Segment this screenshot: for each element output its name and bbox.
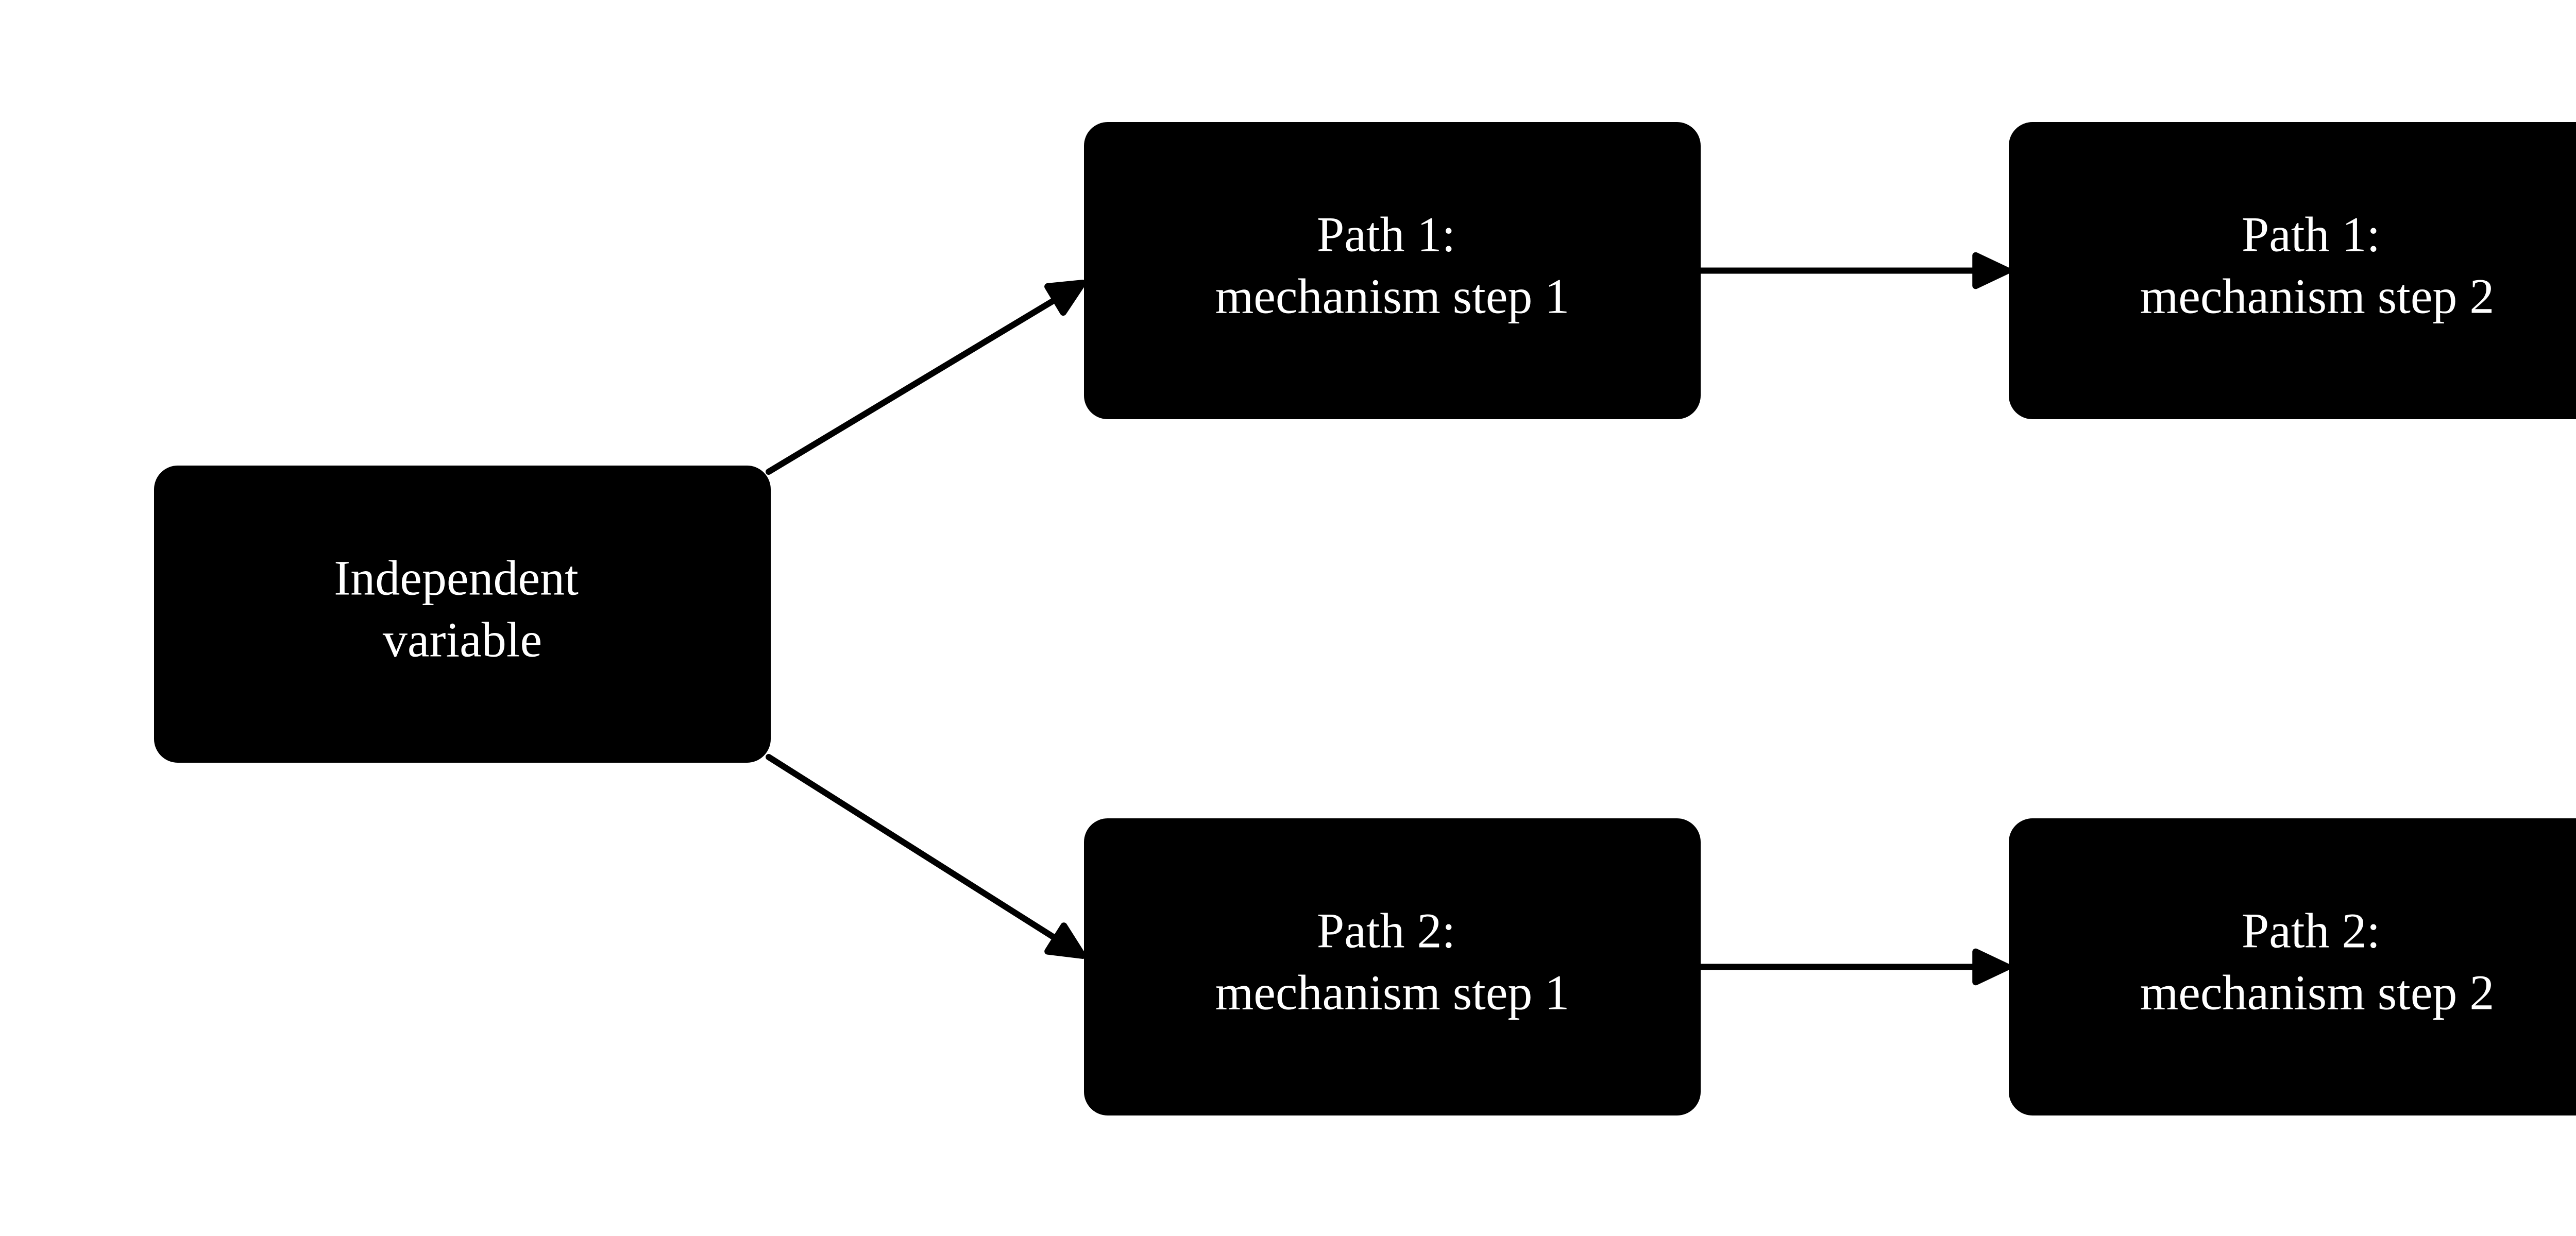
- node-path2-step2-label: Path 2: mechanism step 2: [2140, 903, 2495, 1020]
- node-independent-variable-box: [154, 466, 771, 763]
- node-path1-step2: Path 1: mechanism step 2: [2009, 122, 2576, 419]
- node-path1-step2-label: Path 1: mechanism step 2: [2140, 207, 2495, 324]
- node-independent-variable: Independent variable: [154, 466, 771, 763]
- node-path1-step1-label: Path 1: mechanism step 1: [1215, 207, 1570, 324]
- node-path2-step2-box: [2009, 818, 2576, 1115]
- node-path2-step2: Path 2: mechanism step 2: [2009, 818, 2576, 1115]
- node-path2-step1-box: [1084, 818, 1701, 1115]
- node-path1-step1: Path 1: mechanism step 1: [1084, 122, 1701, 419]
- node-path2-step1: Path 2: mechanism step 1: [1084, 818, 1701, 1115]
- node-path2-step1-label: Path 2: mechanism step 1: [1215, 903, 1570, 1020]
- edge-independent-to-path2-step1: [766, 754, 1086, 959]
- node-path1-step2-box: [2009, 122, 2576, 419]
- node-independent-variable-label: Independent variable: [334, 551, 590, 667]
- edges: [766, 252, 2011, 986]
- edge-independent-to-path1-step1: [766, 280, 1087, 475]
- node-path1-step1-box: [1084, 122, 1701, 419]
